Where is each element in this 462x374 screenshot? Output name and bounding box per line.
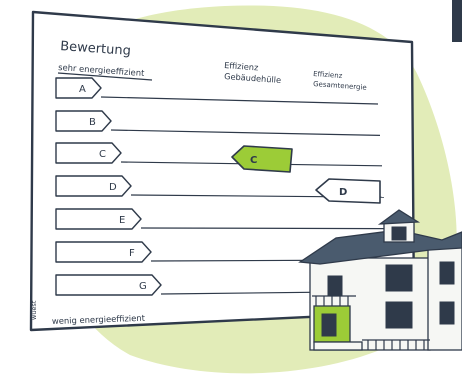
board-pole bbox=[452, 0, 462, 42]
rating-building-letter: C bbox=[250, 155, 257, 166]
class-tag-b bbox=[56, 111, 111, 131]
class-tag-f bbox=[56, 242, 151, 262]
class-tag-d bbox=[56, 176, 131, 196]
class-letter-b: B bbox=[89, 117, 96, 128]
side-mark: wüest bbox=[30, 300, 38, 320]
class-letter-d: D bbox=[109, 182, 117, 193]
class-letter-g: G bbox=[139, 281, 147, 292]
rating-total-letter: D bbox=[339, 187, 347, 198]
class-letter-e: E bbox=[119, 215, 125, 226]
class-tag-e bbox=[56, 209, 141, 229]
class-letter-c: C bbox=[99, 149, 106, 160]
class-letter-f: F bbox=[129, 248, 135, 259]
class-letter-a: A bbox=[79, 84, 86, 95]
class-row-line-e bbox=[141, 228, 386, 229]
class-tag-c bbox=[56, 143, 121, 163]
